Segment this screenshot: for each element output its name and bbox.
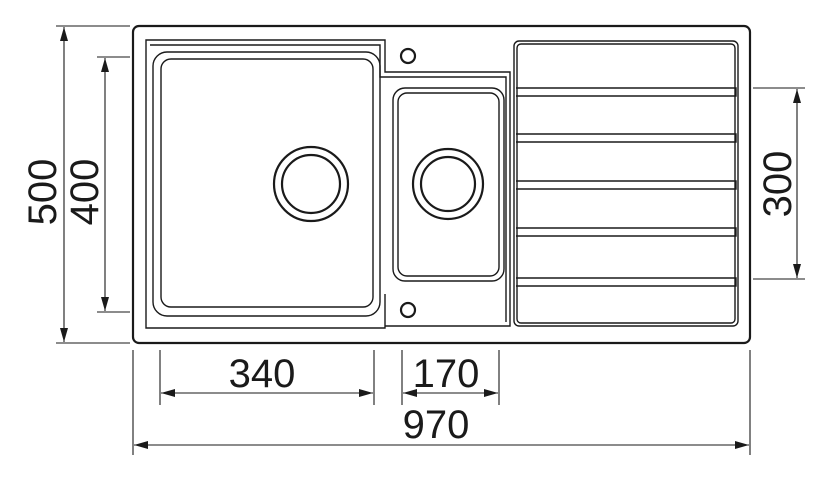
dim-340-arrow-right — [359, 389, 373, 397]
small-bowl-inner — [397, 92, 500, 277]
drainer-grooves — [516, 87, 737, 287]
drainer-groove — [516, 180, 737, 190]
sink-outer-frame — [131, 24, 752, 345]
small-bowl-outer — [392, 87, 505, 282]
small-bowl-drain-inner — [419, 155, 477, 213]
drainer-groove — [516, 133, 737, 143]
drainer-board-inner — [516, 43, 736, 324]
dim-500-label: 500 — [21, 159, 65, 226]
dim-170-arrow-left — [403, 389, 417, 397]
dim-970-arrow-right — [735, 441, 749, 449]
main-bowl-outer — [152, 51, 381, 317]
dim-300-arrow-bottom — [793, 264, 801, 278]
dim-340-arrow-left — [161, 389, 175, 397]
small-bowl-drain-outer — [411, 147, 485, 221]
drainer-groove — [516, 277, 737, 287]
drainer-board — [513, 40, 739, 327]
dim-400-arrow-bottom — [101, 297, 109, 311]
sink-inner-rim — [145, 39, 511, 329]
main-bowl-drain-inner — [280, 153, 342, 215]
tap-hole-bottom — [399, 301, 417, 319]
main-bowl-drain-outer — [272, 145, 350, 223]
drainer-groove — [516, 87, 737, 97]
tap-hole-top — [399, 47, 417, 65]
dim-400-arrow-top — [101, 58, 109, 72]
dim-970-arrow-left — [134, 441, 148, 449]
dim-300-arrow-top — [793, 89, 801, 103]
dim-970-label: 970 — [403, 403, 470, 447]
dim-400-label: 400 — [63, 159, 107, 226]
drainer-groove — [516, 227, 737, 237]
dim-300-label: 300 — [756, 151, 800, 218]
dim-170-label: 170 — [413, 352, 480, 396]
dim-340-label: 340 — [229, 352, 296, 396]
dim-500-arrow-top — [60, 27, 68, 41]
dim-170-arrow-right — [484, 389, 498, 397]
dim-500-arrow-bottom — [60, 328, 68, 342]
main-bowl-inner — [160, 58, 374, 308]
